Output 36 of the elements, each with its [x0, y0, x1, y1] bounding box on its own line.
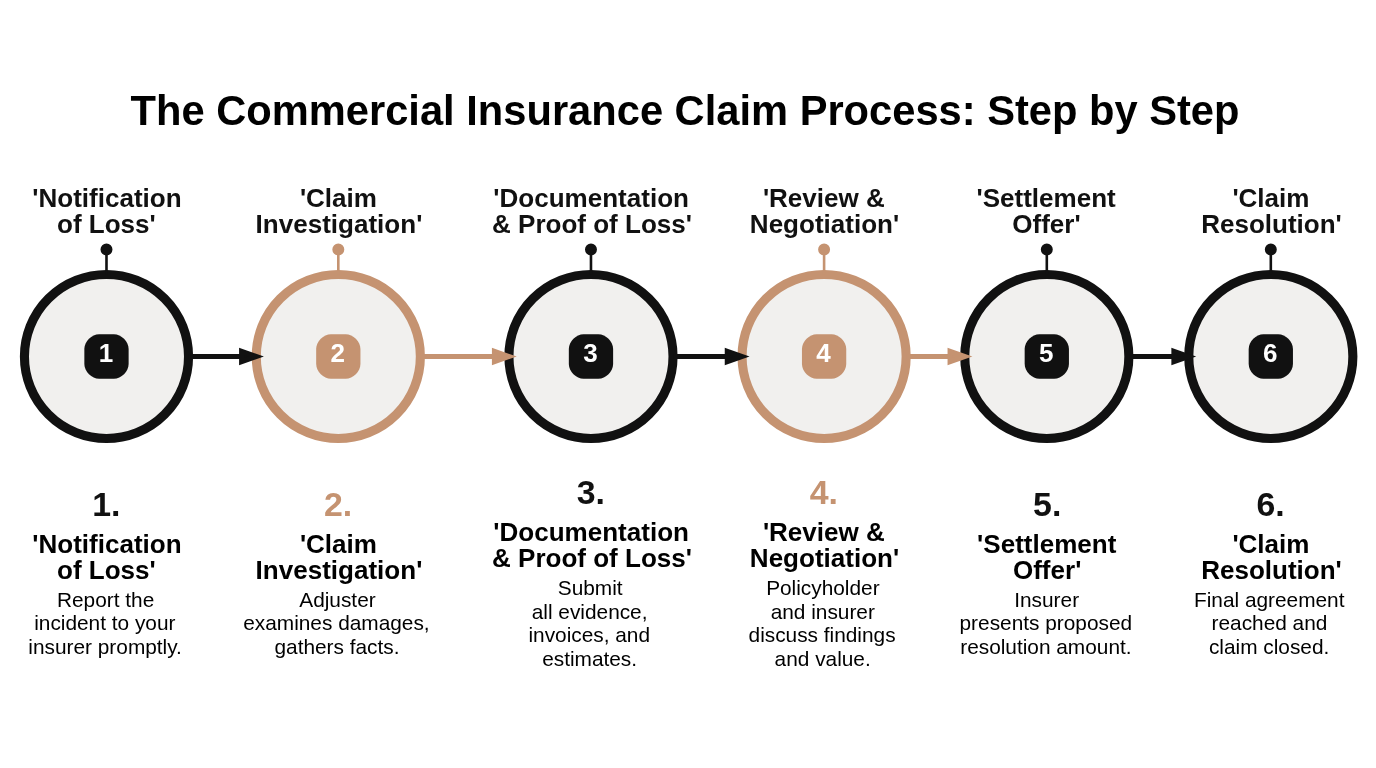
node-text: 'Notification of Loss' — [32, 182, 182, 239]
node-label: 3. — [576, 472, 605, 511]
node-label: 'Documentation & Proof of Loss' — [491, 516, 692, 573]
node-circle: 1 — [19, 269, 194, 443]
connector — [332, 242, 345, 274]
node-circle: 6 — [1184, 269, 1358, 443]
connector — [1040, 242, 1053, 274]
node-text: 'Documentation & Proof of Loss' — [491, 182, 692, 239]
node-label: 1. — [92, 484, 121, 523]
node-text: 'Claim Investigation' — [255, 182, 423, 239]
node-circle: 4 — [737, 269, 911, 443]
node-label: 'Claim Resolution' — [1201, 528, 1342, 585]
node-label: 'Review & Negotiation' — [749, 516, 900, 573]
node-label: Report the incident to your insurer promptly. — [28, 587, 182, 658]
node-label: 2. — [323, 484, 353, 523]
node-circle: 3 — [504, 269, 678, 443]
node-label: 4. — [809, 472, 839, 511]
node-label: Insurer presents proposed resolution amount. — [959, 587, 1133, 658]
node-label: Policyholder and insurer discuss findings and value. — [748, 575, 896, 670]
node-label: 6. — [1256, 484, 1285, 523]
node-label: Adjuster examines damages, gathers facts. — [243, 587, 430, 658]
connector — [1264, 242, 1277, 274]
node-circle: 5 — [960, 269, 1134, 443]
node-circle: 2 — [251, 269, 425, 443]
connector — [100, 242, 113, 274]
node-label: Submit all evidence, invoices, and estimates. — [528, 575, 651, 670]
node-text: 'Review & Negotiation' — [749, 182, 900, 239]
node-text: 'Claim Resolution' — [1201, 182, 1342, 239]
node-text: 'Settlement Offer' — [976, 182, 1116, 239]
connector — [585, 242, 597, 274]
diagram-title: The Commercial Insurance Claim Process: Step by Step — [130, 86, 1240, 134]
node-label: 'Settlement Offer' — [977, 528, 1117, 585]
node-label: Final agreement reached and claim closed. — [1193, 587, 1345, 658]
node-label: 'Claim Investigation' — [255, 528, 423, 585]
node-label: 'Notification of Loss' — [32, 528, 182, 585]
node-label: 5. — [1033, 484, 1062, 523]
